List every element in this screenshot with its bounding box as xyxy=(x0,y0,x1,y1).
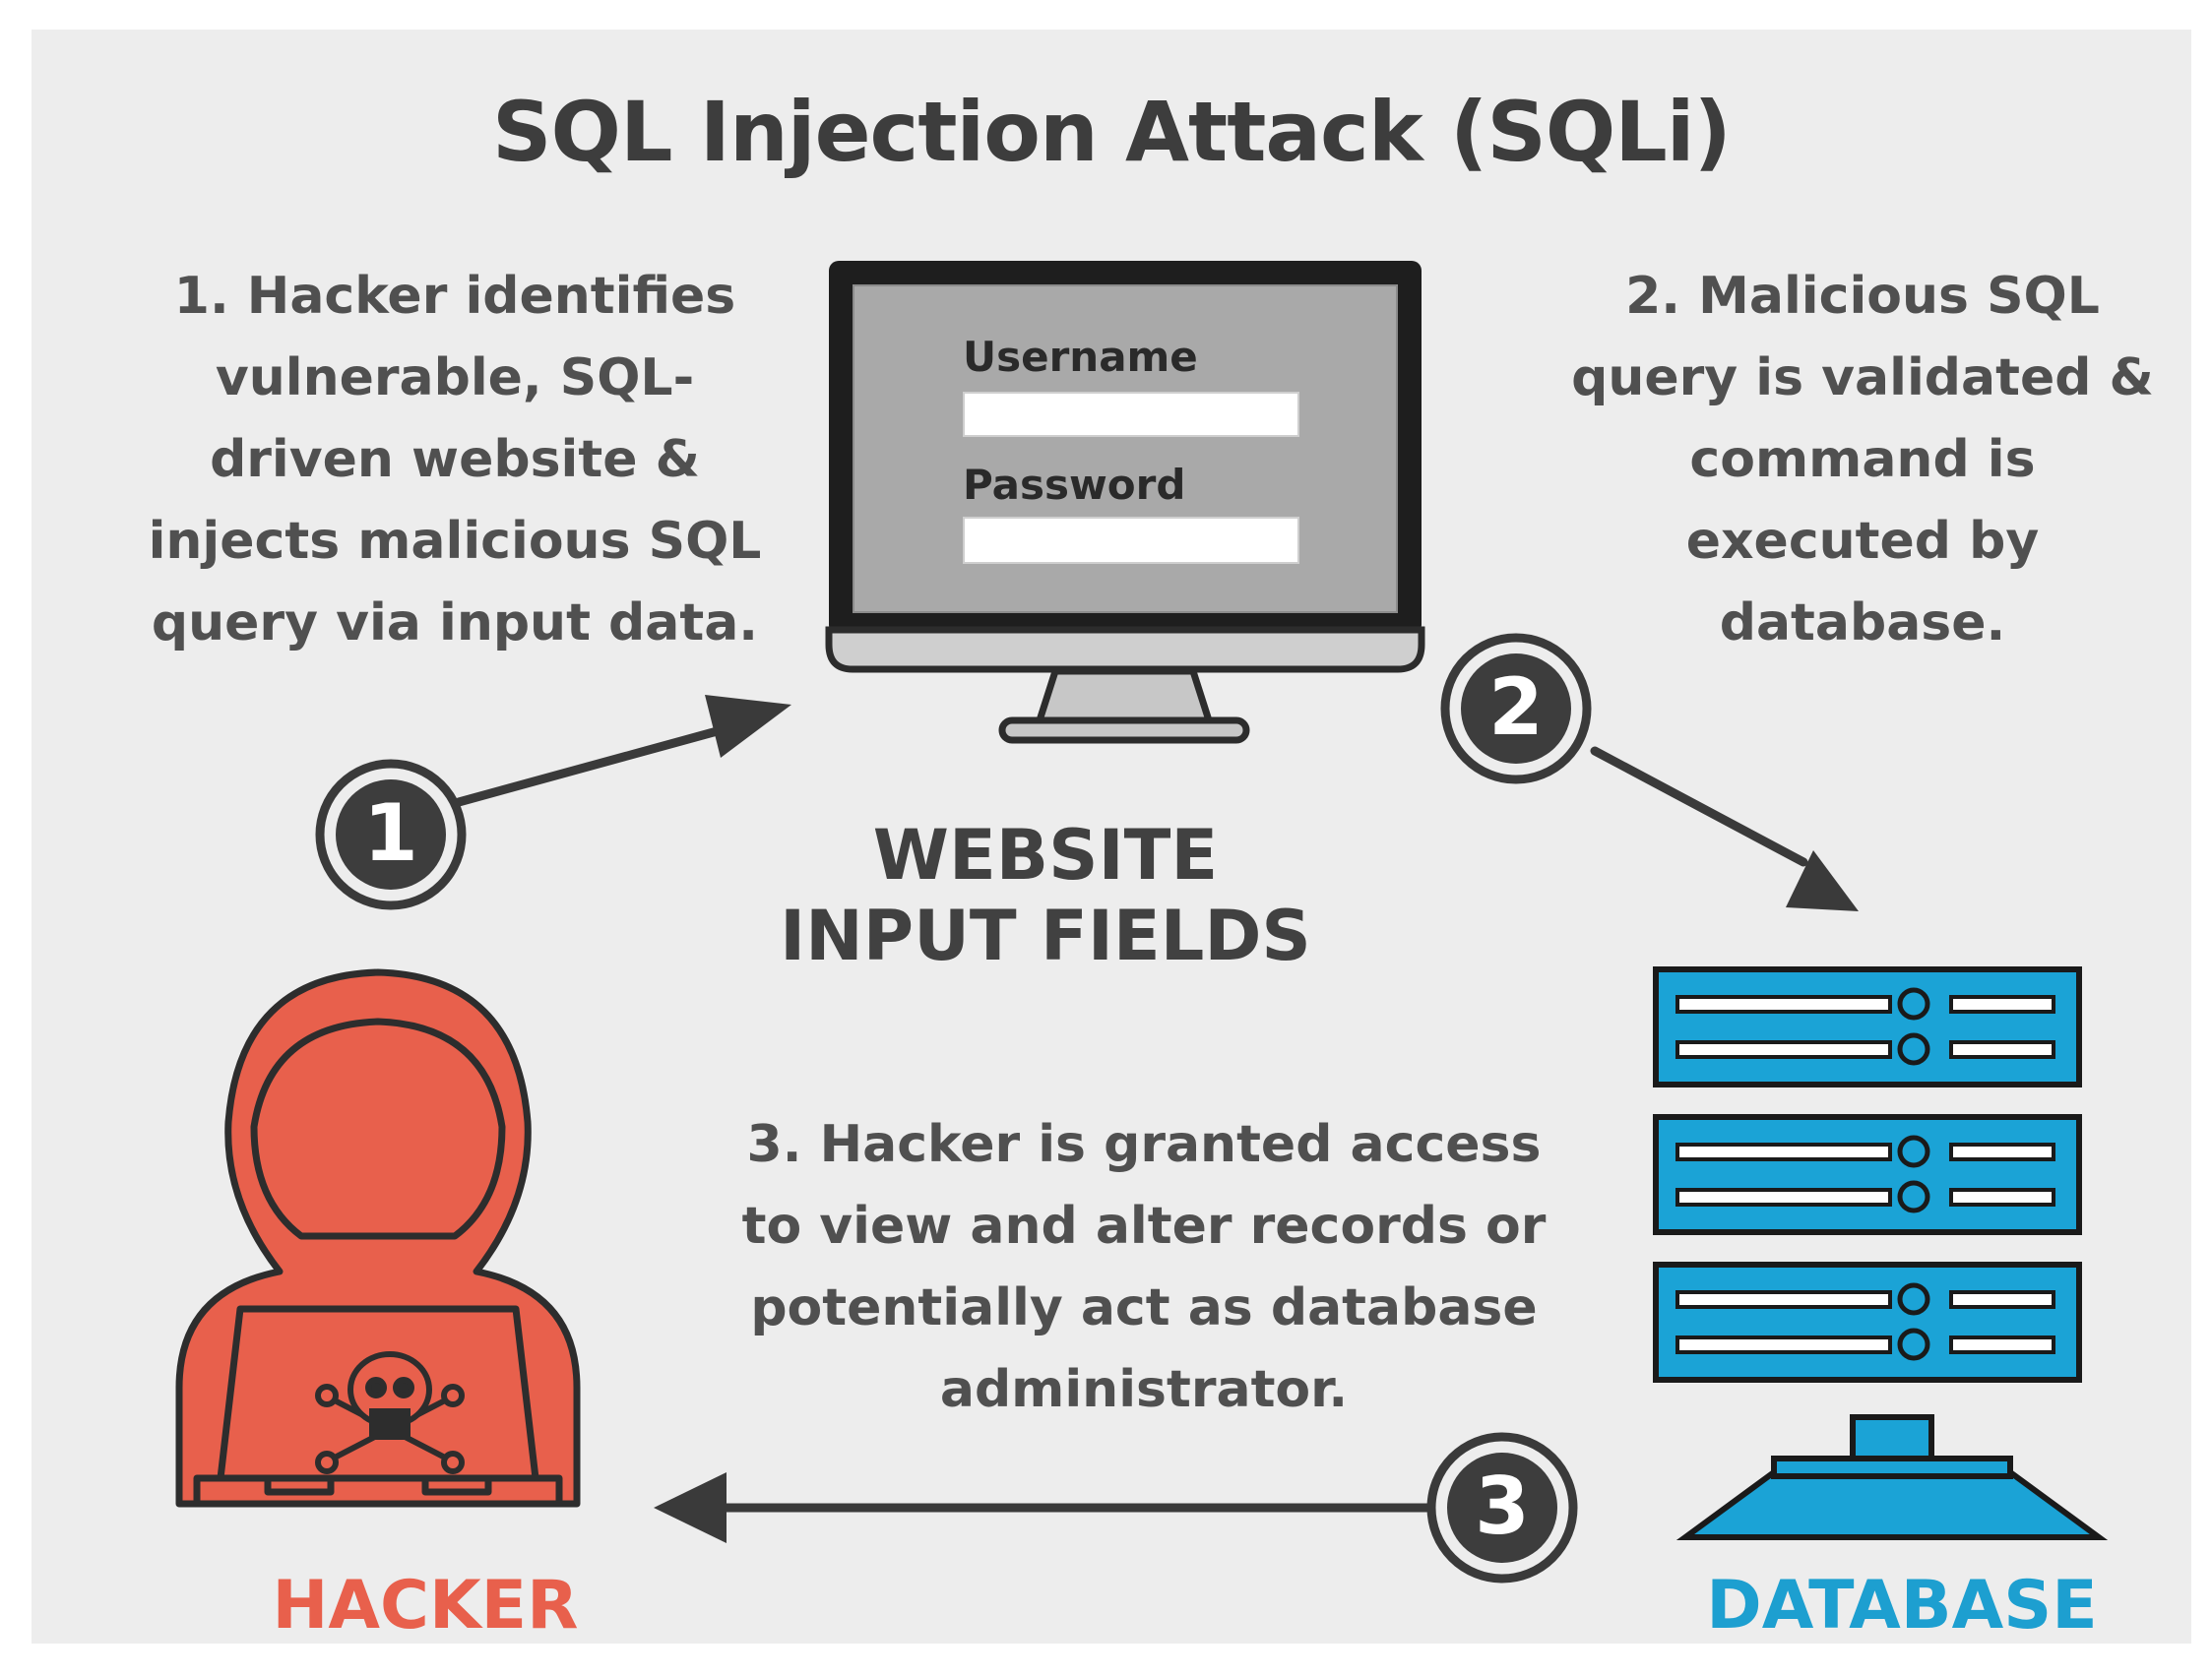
password-field[interactable] xyxy=(963,517,1299,564)
badge-1-number: 1 xyxy=(363,787,418,879)
badge-1-icon xyxy=(315,759,467,910)
username-field[interactable] xyxy=(963,392,1299,437)
arrow-step-3 xyxy=(654,1472,1438,1543)
badge-3-icon xyxy=(1426,1432,1578,1584)
badge-2-icon xyxy=(1440,633,1592,784)
page-title: SQL Injection Attack (SQLi) xyxy=(492,84,1732,180)
username-label: Username xyxy=(963,333,1198,381)
password-label: Password xyxy=(963,461,1186,509)
diagram-panel: SQL Injection Attack (SQLi) 1. Hacker id… xyxy=(32,30,2191,1645)
database-label: DATABASE xyxy=(1706,1567,2098,1645)
badge-2-number: 2 xyxy=(1488,661,1544,753)
diagram-artwork xyxy=(175,261,2109,1584)
step-3-description: 3. Hacker is granted access to view and … xyxy=(741,1115,1547,1419)
server-unit-1 xyxy=(1653,966,2082,1087)
skull-crossbones-icon xyxy=(315,1351,465,1474)
arrow-step-2 xyxy=(1590,746,1859,911)
hacker-label: HACKER xyxy=(272,1567,579,1645)
hacker-icon xyxy=(175,968,581,1508)
server-unit-3 xyxy=(1653,1262,2082,1383)
step-2-description: 2. Malicious SQL query is validated & co… xyxy=(1571,267,2154,652)
website-input-fields-label: WEBSITE INPUT FIELDS xyxy=(780,815,1311,976)
arrow-step-1 xyxy=(454,695,791,807)
server-unit-2 xyxy=(1653,1114,2082,1235)
step-1-description: 1. Hacker identifies vulnerable, SQL- dr… xyxy=(148,267,762,652)
badge-3-number: 3 xyxy=(1475,1460,1530,1552)
database-server-icon xyxy=(1653,966,2109,1540)
